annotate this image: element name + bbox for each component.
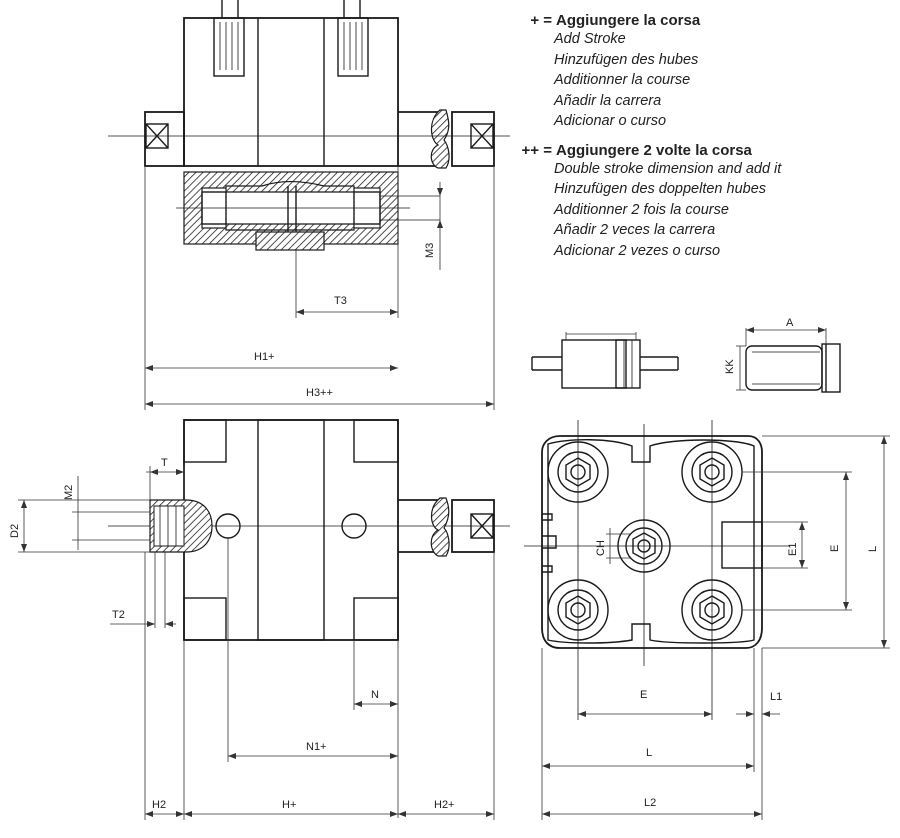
dim-t-label: T [161, 457, 168, 469]
dim-l2: L2 [542, 797, 762, 817]
legend-plusplus-t5: Adicionar 2 vezes o curso [554, 242, 721, 259]
rod-right [398, 109, 495, 169]
dim-h3: H3++ [145, 166, 495, 410]
legend-plusplus-symbol: ++ = [521, 141, 552, 159]
dim-d2: D2 [9, 499, 150, 553]
dim-l-horizontal: L [541, 648, 755, 820]
legend-plusplus-t1: Double stroke dimension and add it [554, 160, 782, 177]
legend-plus: + = Aggiungere la corsa Add Stroke Hinzu… [508, 12, 781, 132]
dim-m3-label: M3 [424, 243, 436, 258]
dim-t: T [146, 457, 185, 500]
dim-t2: T2 [110, 552, 176, 628]
top-view: M3 T3 H1+ H3++ [108, 0, 510, 410]
legend-plusplus-t4: Añadir 2 veces la carrera [554, 222, 716, 238]
end-view: CH E1 E L [524, 420, 890, 820]
legend-plus-t2: Hinzufügen des hubes [554, 51, 699, 68]
front-view: M2 D2 T T2 [9, 419, 510, 820]
dim-h2p-label: H2+ [434, 799, 455, 811]
dim-n1: N1+ [227, 538, 398, 762]
legend-plus-t3: Additionner la course [554, 72, 691, 88]
legend: + = Aggiungere la corsa Add Stroke Hinzu… [508, 12, 782, 271]
dim-d2-label: D2 [9, 524, 21, 538]
dim-a-label: A [786, 317, 794, 329]
dim-l-horizontal-label: L [646, 747, 652, 759]
dim-h1-label: H1+ [254, 351, 275, 363]
dim-e-horizontal: E [578, 689, 712, 717]
legend-plusplus-main: Aggiungere 2 volte la corsa [556, 141, 752, 159]
legend-plus-main: Aggiungere la corsa [556, 12, 701, 29]
dim-t3-label: T3 [334, 295, 347, 307]
dim-kk-label: KK [724, 359, 736, 374]
dim-t3: T3 [295, 166, 399, 318]
dim-bottom-chain: H2 H+ H2+ [144, 552, 495, 820]
rod-left [144, 111, 185, 167]
nut-detail: A KK [724, 317, 841, 393]
screw-right-top [337, 0, 369, 77]
dim-n: N [353, 640, 399, 818]
screw-left-top [213, 0, 245, 77]
rod-detail [531, 332, 679, 389]
dim-e1-label: E1 [787, 543, 799, 556]
dim-m2: M2 [63, 476, 150, 550]
dim-l-vertical-label: L [867, 546, 879, 552]
legend-plusplus-t2: Hinzufügen des doppelten hubes [554, 181, 767, 197]
dim-e-horizontal-label: E [640, 689, 647, 701]
dim-l2-label: L2 [644, 797, 656, 809]
legend-plus-t4: Añadir la carrera [554, 92, 662, 109]
dim-e1: E1 [762, 521, 808, 569]
dim-h3-label: H3++ [306, 387, 333, 399]
dim-n-label: N [371, 689, 379, 701]
dim-l-vertical: L [762, 435, 890, 649]
dim-e-vertical-label: E [829, 545, 841, 552]
dim-n1-label: N1+ [306, 741, 327, 753]
legend-plus-symbol: + = [530, 12, 552, 29]
dim-m2-label: M2 [63, 485, 75, 500]
legend-plus-t5: Adicionar o curso [554, 113, 667, 129]
dim-e-vertical: E [742, 471, 852, 611]
legend-plusplus: ++ = Aggiungere 2 volte la corsa Double … [508, 141, 782, 262]
dim-m3: M3 [424, 182, 443, 270]
dim-l1-label: L1 [770, 691, 782, 703]
dim-h-label: H+ [282, 799, 296, 811]
dim-ch: CH [595, 528, 630, 564]
dim-h2-label: H2 [152, 799, 166, 811]
dim-ch-label: CH [595, 540, 607, 556]
dim-t2-label: T2 [112, 609, 125, 621]
dim-h1: H1+ [144, 166, 398, 410]
section-view [176, 171, 440, 251]
dim-l1: L1 [736, 648, 782, 820]
legend-plusplus-t3: Additionner 2 fois la course [554, 201, 729, 218]
legend-plus-t1: Add Stroke [554, 31, 626, 47]
